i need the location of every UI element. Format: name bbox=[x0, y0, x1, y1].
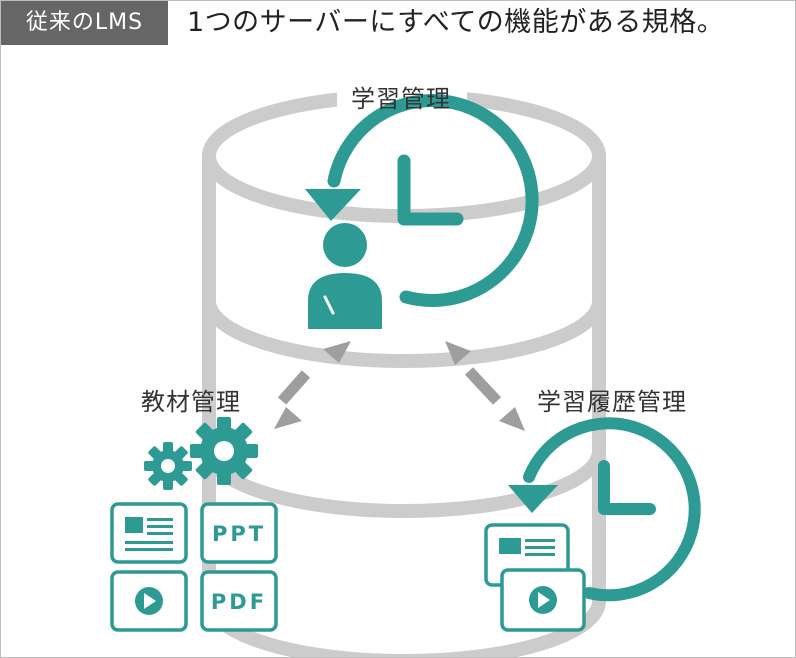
pdf-file-icon: PDF bbox=[200, 570, 278, 632]
user-icon bbox=[308, 223, 382, 329]
label-learning-management: 学習管理 bbox=[351, 85, 451, 113]
gear-icon bbox=[144, 417, 258, 490]
ppt-file-icon: PPT bbox=[200, 502, 278, 564]
clock-arrow-head-right bbox=[508, 485, 558, 513]
headline: 1つのサーバーにすべての機能がある規格。 bbox=[187, 7, 725, 38]
pdf-label: PDF bbox=[211, 590, 267, 614]
ppt-label: PPT bbox=[212, 522, 266, 546]
video-play-icon bbox=[110, 570, 188, 632]
document-icon bbox=[110, 502, 188, 564]
double-arrow-icon-right bbox=[445, 341, 525, 431]
history-clock-icon bbox=[327, 93, 539, 307]
label-material-management: 教材管理 bbox=[141, 388, 241, 416]
label-history-management: 学習履歴管理 bbox=[537, 388, 687, 416]
clock-arrow-head bbox=[305, 189, 361, 221]
video-play-icon-right bbox=[500, 568, 586, 632]
history-clock-icon-right bbox=[523, 417, 701, 602]
double-arrow-icon bbox=[274, 341, 351, 429]
category-tag: 従来のLMS bbox=[1, 1, 168, 45]
